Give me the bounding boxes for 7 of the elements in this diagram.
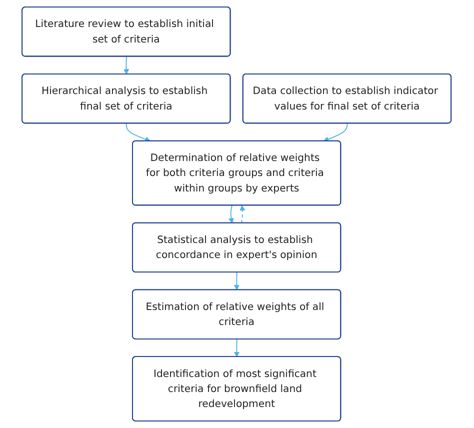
arrow bbox=[234, 272, 240, 290]
arrow bbox=[228, 205, 234, 224]
arrow bbox=[234, 338, 240, 358]
arrow bbox=[126, 122, 151, 142]
arrow bbox=[324, 122, 348, 142]
arrow bbox=[240, 205, 246, 224]
arrow bbox=[124, 56, 130, 74]
